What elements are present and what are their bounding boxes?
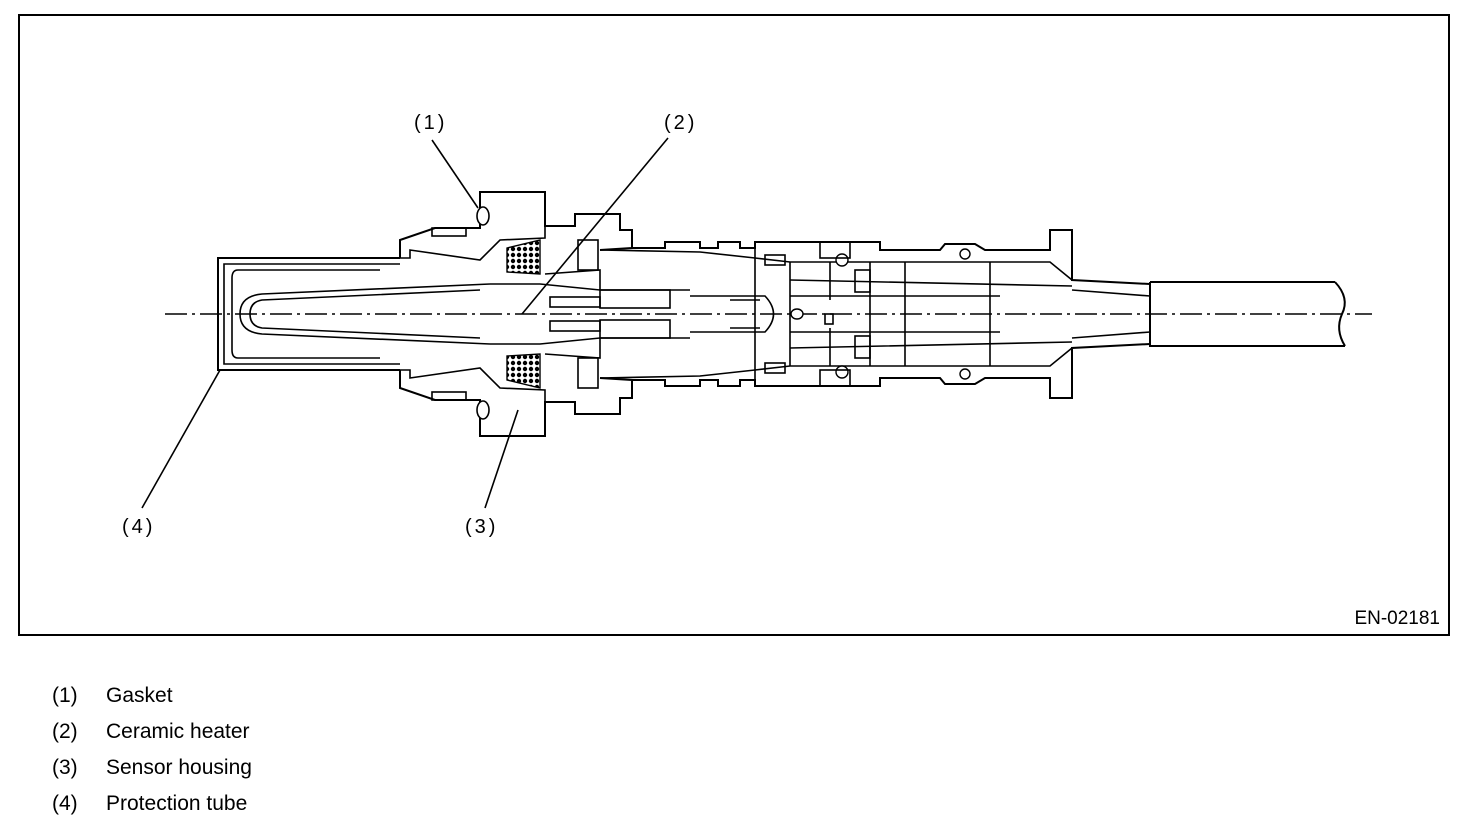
- protection-tube: [217, 257, 400, 371]
- callout-1: (1): [414, 112, 448, 134]
- legend-label: Sensor housing: [106, 756, 252, 779]
- legend-label: Protection tube: [106, 792, 248, 815]
- legend-number: (4): [52, 792, 78, 815]
- legend-item: (3) Sensor housing: [52, 750, 252, 786]
- legend-item: (4) Protection tube: [52, 786, 252, 822]
- oxygen-sensor-diagram: [141, 137, 1372, 509]
- outer-body: [599, 229, 1151, 399]
- legend-number: (1): [52, 684, 78, 707]
- legend-item: (1) Gasket: [52, 678, 252, 714]
- legend-number: (2): [52, 720, 78, 743]
- legend-number: (3): [52, 756, 78, 779]
- legend-item: (2) Ceramic heater: [52, 714, 252, 750]
- figure-frame: EN-02181: [18, 14, 1450, 636]
- leader-lines: [141, 137, 669, 509]
- figure-id: EN-02181: [1354, 608, 1440, 629]
- legend: (1) Gasket (2) Ceramic heater (3) Sensor…: [52, 678, 252, 822]
- callout-4: (4): [122, 516, 156, 538]
- legend-label: Ceramic heater: [106, 720, 250, 743]
- cable: [1071, 281, 1346, 347]
- callout-2: (2): [664, 112, 698, 134]
- legend-label: Gasket: [106, 684, 173, 707]
- gasket: [476, 206, 490, 420]
- sensor-housing: [399, 191, 633, 437]
- callout-3: (3): [465, 516, 499, 538]
